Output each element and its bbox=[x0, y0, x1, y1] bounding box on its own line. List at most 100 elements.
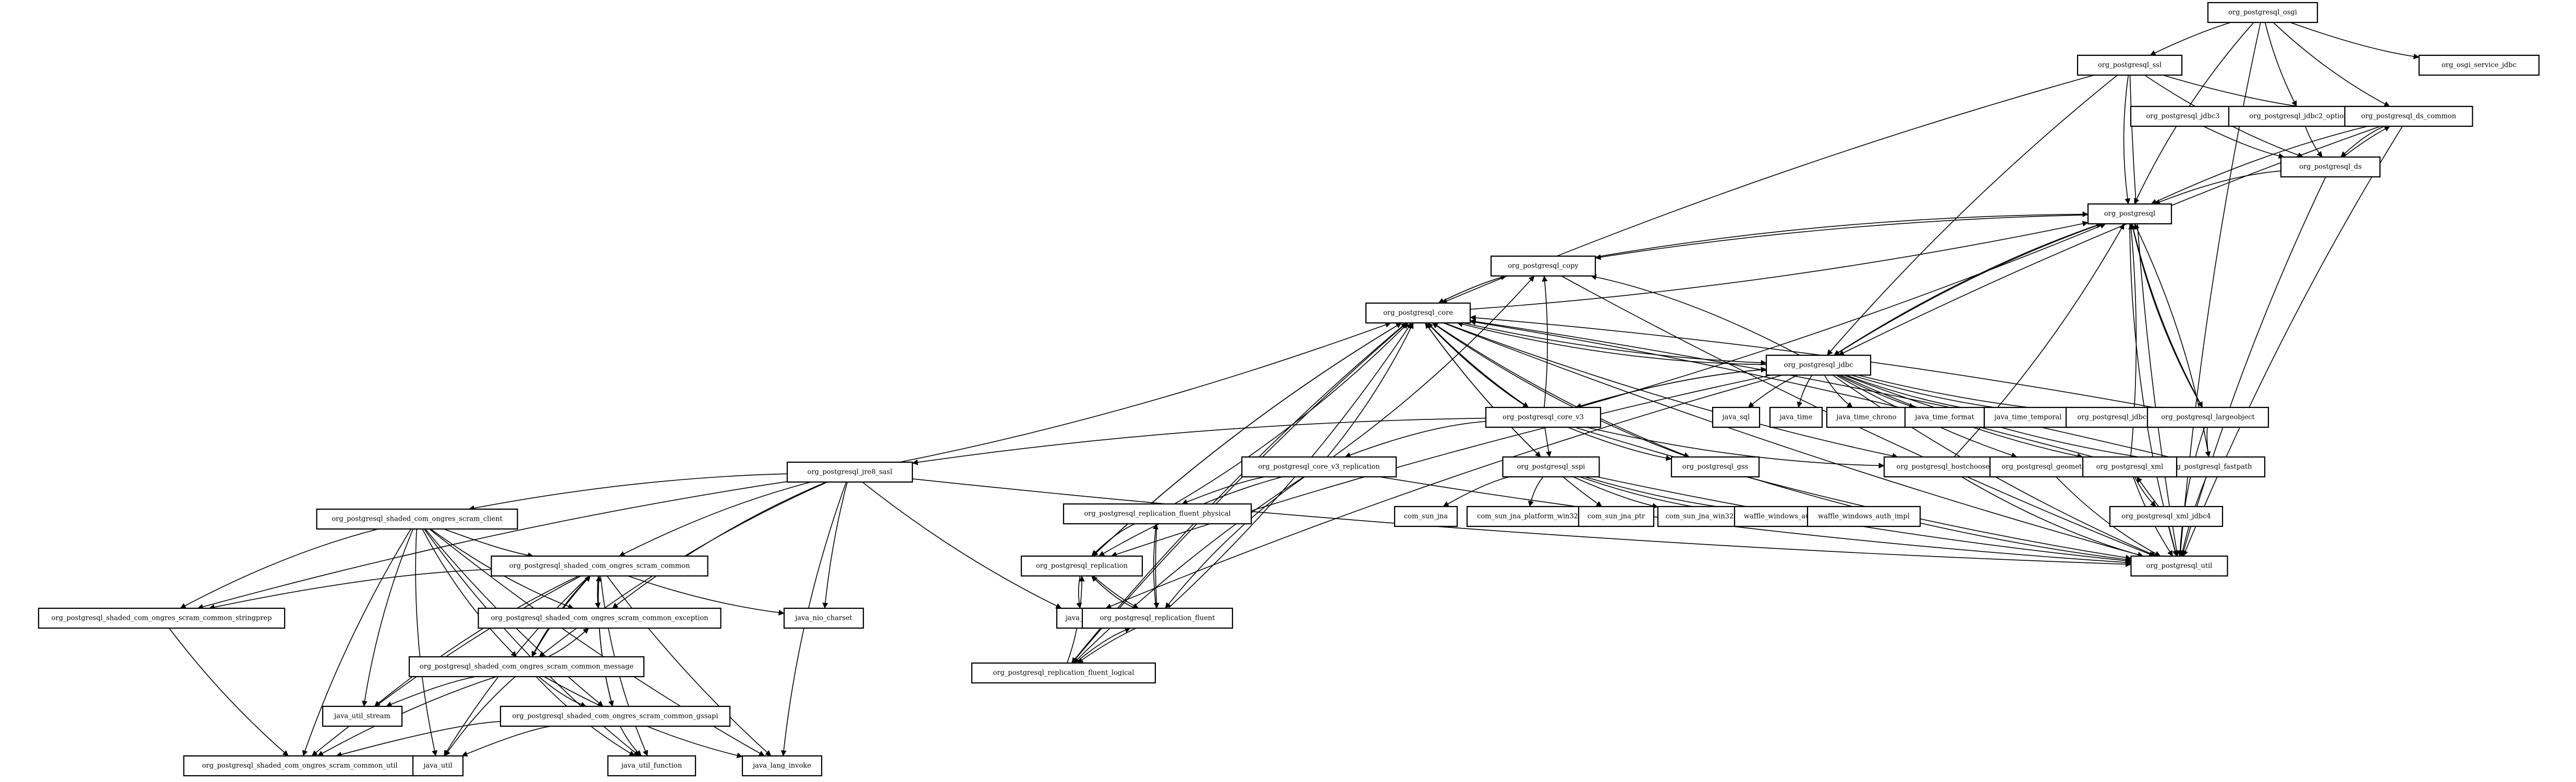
node-java-sql: java_sql bbox=[1712, 406, 1761, 428]
node-org-postgresql-jdbc2: org_postgresql_jdbc2 bbox=[2065, 406, 2163, 428]
node-box bbox=[1983, 406, 2073, 428]
node-label: waffle_windows_auth_impl bbox=[1818, 513, 1910, 521]
node-label: org_postgresql_gss bbox=[1682, 463, 1748, 471]
node-box bbox=[786, 461, 913, 483]
edge-arrow bbox=[1567, 427, 1672, 461]
node-label: com_sun_jna_win32 bbox=[1666, 513, 1734, 521]
edge-arrow bbox=[1590, 274, 1800, 356]
node-org-postgresql-shaded-com-ongres-scram-common-exception: org_postgresql_shaded_com_ongres_scram_c… bbox=[478, 607, 722, 629]
edge-arrow bbox=[1797, 375, 1813, 408]
node-label: java_sql bbox=[1722, 414, 1750, 422]
edge-arrow bbox=[1573, 476, 1658, 509]
edge-arrow bbox=[1444, 322, 1898, 459]
edge-arrow bbox=[1427, 322, 1529, 408]
node-org-postgresql-replication-fluent-logical: org_postgresql_replication_fluent_logica… bbox=[971, 662, 1156, 684]
node-org-postgresql-shaded-com-ongres-scram-common: org_postgresql_shaded_com_ongres_scram_c… bbox=[491, 555, 709, 577]
edge-arrow bbox=[415, 528, 437, 756]
edge-arrow bbox=[2343, 126, 2390, 158]
node-label: org_postgresql_util bbox=[2146, 562, 2213, 570]
node-org-osgi-service-jdbc: org_osgi_service_jdbc bbox=[2418, 54, 2540, 76]
edge-arrow bbox=[1165, 476, 1305, 609]
edge-arrow bbox=[862, 482, 1062, 609]
node-box bbox=[2065, 406, 2163, 428]
node-box bbox=[2146, 406, 2269, 428]
edge-arrow bbox=[2123, 75, 2131, 204]
node-java-lang-invoke: java_lang_invoke bbox=[741, 755, 823, 777]
node-box bbox=[1765, 354, 1872, 376]
edges-layer bbox=[168, 22, 2420, 759]
node-org-postgresql-shaded-com-ongres-scram-common-message: org_postgresql_shaded_com_ongres_scram_c… bbox=[408, 656, 645, 678]
edge-arrow bbox=[612, 482, 827, 609]
edge-arrow bbox=[912, 417, 1486, 465]
node-com-sun-jna-ptr: com_sun_jna_ptr bbox=[1578, 506, 1655, 527]
node-label: java_lang_invoke bbox=[752, 762, 811, 770]
edge-arrow bbox=[538, 676, 587, 707]
node-label: org_postgresql_replication_fluent_logica… bbox=[993, 669, 1134, 677]
node-label: org_postgresql bbox=[2104, 210, 2155, 218]
node-org-postgresql-replication-fluent: org_postgresql_replication_fluent bbox=[1081, 607, 1234, 629]
node-org-postgresql-xml: org_postgresql_xml bbox=[2082, 456, 2178, 478]
node-org-postgresql-core-v3: org_postgresql_core_v3 bbox=[1485, 406, 1602, 428]
edge-arrow bbox=[461, 726, 551, 757]
edge-arrow bbox=[468, 473, 788, 511]
edge-arrow bbox=[1595, 211, 2089, 258]
node-label: org_postgresql_jdbc bbox=[1784, 362, 1853, 369]
edge-arrow bbox=[2177, 427, 2205, 557]
edge-arrow bbox=[1576, 367, 1767, 408]
node-box bbox=[2280, 156, 2381, 178]
node-label: java_util_function bbox=[620, 762, 682, 770]
node-com-sun-jna: com_sun_jna bbox=[1394, 506, 1458, 527]
edge-arrow bbox=[1578, 223, 2106, 408]
node-org-postgresql-hostchooser: org_postgresql_hostchooser bbox=[1883, 456, 2006, 478]
node-org-postgresql-replication: org_postgresql_replication bbox=[1020, 555, 1143, 577]
node-label: java_time_format bbox=[1914, 414, 1974, 422]
edge-arrow bbox=[168, 628, 289, 756]
node-label: org_postgresql_ds_common bbox=[2361, 113, 2457, 121]
edge-arrow bbox=[423, 528, 640, 756]
node-java-nio-charset: java_nio_charset bbox=[783, 607, 864, 629]
edge-arrow bbox=[1470, 319, 2094, 458]
edge-arrow bbox=[1595, 214, 2089, 260]
edge-arrow bbox=[1826, 75, 2118, 356]
node-org-postgresql-jdbc: org_postgresql_jdbc bbox=[1765, 354, 1872, 376]
node-label: org_postgresql_core_v3 bbox=[1503, 414, 1584, 422]
node-org-postgresql-ds-common: org_postgresql_ds_common bbox=[2344, 105, 2473, 127]
edge-arrow bbox=[1075, 627, 1131, 664]
edge-arrow bbox=[2182, 126, 2403, 557]
node-box bbox=[183, 755, 417, 777]
edge-arrow bbox=[180, 528, 379, 609]
node-org-postgresql-core-v3-replication: org_postgresql_core_v3_replication bbox=[1241, 456, 1397, 478]
node-org-postgresql-core: org_postgresql_core bbox=[1365, 302, 1471, 324]
edge-arrow bbox=[1425, 322, 1541, 458]
node-box bbox=[408, 656, 645, 678]
node-label: com_sun_jna_ptr bbox=[1588, 513, 1645, 521]
node-box bbox=[412, 755, 464, 777]
node-box bbox=[478, 607, 722, 629]
node-box bbox=[1657, 506, 1742, 527]
node-box bbox=[971, 662, 1156, 684]
node-box bbox=[1241, 456, 1397, 478]
node-box bbox=[1020, 555, 1143, 577]
node-label: java_time bbox=[1779, 414, 1813, 422]
node-com-sun-jna-platform-win32: com_sun_jna_platform_win32 bbox=[1466, 506, 1589, 527]
node-label: org_postgresql_shaded_com_ongres_scram_c… bbox=[512, 713, 718, 720]
node-java-util-function: java_util_function bbox=[607, 755, 697, 777]
node-label: com_sun_jna bbox=[1404, 513, 1448, 521]
edge-arrow bbox=[595, 575, 613, 707]
node-label: org_postgresql_replication_fluent_physic… bbox=[1084, 510, 1230, 518]
node-org-postgresql-jre8-sasl: org_postgresql_jre8_sasl bbox=[786, 461, 913, 483]
edge-arrow bbox=[2130, 223, 2203, 408]
node-box bbox=[1883, 456, 2006, 478]
node-org-postgresql-jdbc3: org_postgresql_jdbc3 bbox=[2130, 105, 2236, 127]
node-box bbox=[499, 705, 731, 727]
edge-arrow bbox=[1961, 476, 2144, 558]
node-label: org_postgresql_fastpath bbox=[2169, 463, 2253, 471]
node-box bbox=[2130, 555, 2228, 577]
edge-arrow bbox=[2305, 126, 2323, 158]
node-label: org_postgresql_shaded_com_ongres_scram_c… bbox=[491, 615, 709, 622]
node-label: org_postgresql_replication_fluent bbox=[1100, 615, 1216, 622]
edge-arrow bbox=[2168, 526, 2178, 557]
node-box bbox=[1806, 506, 1921, 527]
node-org-postgresql-util: org_postgresql_util bbox=[2130, 555, 2228, 577]
edge-arrow bbox=[374, 575, 579, 707]
